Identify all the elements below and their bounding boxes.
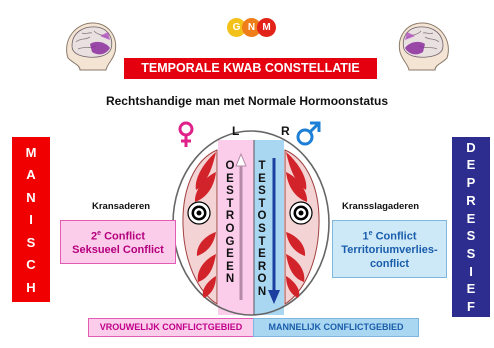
testosteron-letter: S <box>258 222 266 235</box>
oestrogeen-letter: G <box>225 235 235 248</box>
artery-left-label: Kransaderen <box>92 201 151 212</box>
artery-right-label: Kransslagaderen <box>342 201 420 212</box>
conflict-left-line2: Seksueel Conflict <box>72 244 164 257</box>
male-symbol-icon <box>296 121 321 146</box>
depressief-letter: D <box>466 139 476 155</box>
oestrogeen-letter: R <box>225 210 235 223</box>
testosteron-letter: S <box>258 185 266 198</box>
female-conflict-area-bar: VROUWELIJK CONFLICTGEBIED <box>88 318 254 337</box>
manisch-letter: I <box>29 212 33 227</box>
right-muscle-fiber <box>286 232 306 256</box>
logo-dot-m: M <box>257 18 276 37</box>
manisch-letter: C <box>26 257 36 272</box>
conflict-left-sup: e <box>97 229 102 237</box>
male-conflict-area-bar: MANNELIJK CONFLICTGEBIED <box>253 318 419 337</box>
arrow-down-icon <box>268 158 280 304</box>
depressief-letter: E <box>466 210 476 226</box>
manisch-bar: M A N I S C H <box>12 137 50 302</box>
testosteron-letter: R <box>257 260 267 273</box>
testosteron-letter: T <box>258 235 266 248</box>
left-muscle-fiber <box>195 152 216 190</box>
conflict-left-ordinal: 2 <box>90 230 98 243</box>
depressief-letter: F <box>467 299 475 315</box>
target-icon <box>289 201 313 225</box>
manisch-letter: H <box>26 279 36 295</box>
logo-dot-g: G <box>227 18 246 37</box>
oestrogeen-letter: E <box>226 172 234 185</box>
depressief-letter: R <box>466 192 476 208</box>
left-muscle-fiber <box>202 276 216 298</box>
depressief-letter: S <box>466 228 476 244</box>
brain-head-left-icon <box>66 22 117 71</box>
oestrogeen-label: O E S T R O G E E N <box>222 160 238 286</box>
brain-head-right-icon <box>398 22 449 71</box>
conflict-right-ordinal: 1 <box>362 230 369 243</box>
oestrogeen-letter: E <box>226 260 234 273</box>
gnm-logo: G N M <box>227 18 281 40</box>
conflict-left-line1: Conflict <box>101 230 146 243</box>
oestrogeen-letter: E <box>226 248 234 261</box>
conflict-left-box: 2e Conflict Seksueel Conflict <box>60 220 176 264</box>
testosteron-letter: E <box>258 248 266 261</box>
right-muscle-fiber <box>286 172 308 202</box>
conflict-right-sup: e <box>368 229 373 237</box>
depressief-letter: E <box>466 281 476 297</box>
right-muscle-fiber <box>286 276 300 298</box>
manisch-letter: S <box>26 234 36 250</box>
logo-dot-n: N <box>242 18 261 37</box>
oestrogeen-letter: O <box>225 222 235 235</box>
manisch-letter: A <box>26 167 36 182</box>
testosteron-letter: O <box>257 210 267 223</box>
oestrogeen-letter: T <box>226 197 234 210</box>
right-label: R <box>281 124 290 138</box>
right-muscle-fiber <box>286 254 305 282</box>
page-title: TEMPORALE KWAB CONSTELLATIE <box>124 58 377 79</box>
female-symbol-icon <box>178 121 194 147</box>
oestrogeen-letter: S <box>226 185 234 198</box>
manisch-letter: M <box>25 144 37 160</box>
arrow-up-icon <box>235 152 247 300</box>
depressief-letter: E <box>466 157 476 173</box>
oestrogeen-letter: N <box>225 273 235 286</box>
oestrogeen-letter: O <box>225 160 235 172</box>
testosteron-letter: O <box>257 273 267 286</box>
depressief-bar: D E P R E S S I E F <box>452 137 490 317</box>
conflict-right-box: 1e Conflict Territoriumverlies- conflict <box>332 220 447 278</box>
depressief-letter: S <box>466 246 476 262</box>
testosteron-band <box>254 140 284 315</box>
left-muscle-fiber <box>196 232 216 256</box>
conflict-right-line3: conflict <box>369 258 410 271</box>
conflict-right-title: 1e Conflict <box>333 227 446 244</box>
left-muscle-fiber <box>197 254 216 282</box>
left-muscle-fiber <box>194 172 216 202</box>
testosteron-letter: N <box>257 285 267 298</box>
testosteron-label: T E S T O S T E R O N <box>254 160 270 299</box>
target-icon <box>187 201 211 225</box>
subtitle: Rechtshandige man met Normale Hormoonsta… <box>105 94 389 108</box>
testosteron-letter: T <box>258 197 266 210</box>
depressief-letter: I <box>469 263 473 279</box>
right-muscle-fiber <box>286 152 307 190</box>
testosteron-letter: E <box>258 172 266 185</box>
oestrogeen-band <box>218 140 254 315</box>
conflict-left-title: 2e Conflict <box>61 227 175 244</box>
left-label: L <box>232 124 240 138</box>
testosteron-letter: T <box>258 160 266 172</box>
manisch-letter: N <box>26 189 36 205</box>
depressief-letter: P <box>466 175 476 191</box>
conflict-right-line1: Conflict <box>372 230 417 243</box>
conflict-right-line2: Territoriumverlies- <box>341 244 438 257</box>
